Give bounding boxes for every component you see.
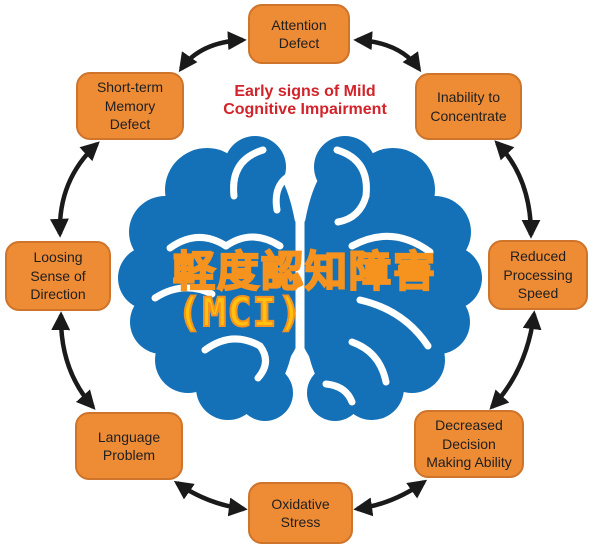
arrow-reduced-decreased (489, 310, 542, 410)
node-reduced-processing-speed: Reduced Processing Speed (488, 240, 588, 310)
diagram-title-line2: Cognitive Impairment (223, 101, 387, 119)
node-short-term-memory-defect: Short-term Memory Defect (76, 72, 184, 140)
diagram-title-line1: Early signs of Mild (234, 83, 376, 100)
center-label-mci: (MCI) (176, 289, 303, 337)
node-loosing-sense-of-direction: Loosing Sense of Direction (5, 241, 111, 311)
arrow-loosing-shortterm (50, 141, 100, 238)
node-inability-to-concentrate: Inability to Concentrate (415, 73, 522, 140)
node-label: Language Problem (97, 428, 161, 463)
arrow-oxidative-language (173, 480, 248, 517)
node-label: Decreased Decision Making Ability (426, 417, 512, 471)
node-attention-defect: Attention Defect (248, 4, 350, 64)
brain-icon (118, 135, 482, 433)
arrow-decreased-oxidative (353, 479, 428, 517)
arrow-attention-shortterm (178, 31, 247, 73)
node-label: Short-term Memory Defect (96, 79, 164, 133)
arrow-attention-inability (353, 31, 422, 73)
arrow-language-loosing (51, 311, 96, 410)
node-decreased-decision-making-ability: Decreased Decision Making Ability (414, 410, 524, 478)
node-label: Oxidative Stress (271, 495, 330, 530)
node-label: Attention Defect (271, 16, 327, 51)
node-language-problem: Language Problem (75, 412, 183, 480)
arrow-inability-reduced (494, 140, 541, 239)
node-label: Loosing Sense of Direction (30, 249, 86, 303)
node-oxidative-stress: Oxidative Stress (248, 482, 353, 544)
diagram-title: Early signs of Mild Cognitive Impairment (210, 83, 400, 120)
center-label-japanese: 軽度認知障害 (172, 247, 437, 296)
node-label: Reduced Processing Speed (503, 248, 573, 302)
node-label: Inability to Concentrate (430, 89, 507, 124)
connector-arrows (50, 31, 542, 517)
